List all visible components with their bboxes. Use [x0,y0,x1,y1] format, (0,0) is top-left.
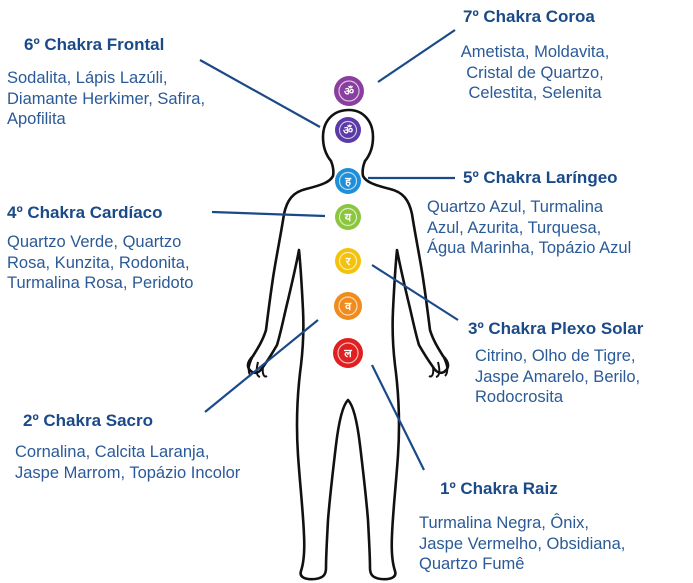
chakra-laringeo-title: 5º Chakra Laríngeo [463,168,618,188]
chakra-frontal-title: 6º Chakra Frontal [24,35,164,55]
chakra-frontal-icon: ॐ [335,117,361,143]
chakra-coroa-icon: ॐ [334,76,364,106]
chakra-cardiaco-stones: Quartzo Verde, Quartzo Rosa, Kunzita, Ro… [7,232,193,294]
stones-line: Sodalita, Lápis Lazúli, [7,68,205,89]
chakra-plexo-title: 3º Chakra Plexo Solar [468,319,643,339]
svg-text:ह: ह [344,175,352,188]
chakra-sacro-icon: व [334,292,362,320]
stones-line: Rosa, Kunzita, Rodonita, [7,253,193,274]
chakra-raiz-stones: Turmalina Negra, Ônix, Jaspe Vermelho, O… [419,513,625,575]
svg-text:ल: ल [343,347,352,360]
stones-line: Quartzo Fumê [419,554,625,575]
chakra-sacro-label: 2º Chakra Sacro [23,411,153,431]
stones-line: Turmalina Rosa, Peridoto [7,273,193,294]
stones-line: Quartzo Verde, Quartzo [7,232,193,253]
chakra-raiz-label: 1º Chakra Raiz [440,479,558,499]
line-cardiaco [212,212,325,216]
chakra-coroa-title: 7º Chakra Coroa [463,7,595,27]
chakra-laringeo-label: 5º Chakra Laríngeo [463,168,618,188]
stones-line: Rodocrosita [475,387,640,408]
stones-line: Turmalina Negra, Ônix, [419,513,625,534]
chakra-cardiaco-label: 4º Chakra Cardíaco [7,203,163,223]
chakra-coroa-label: 7º Chakra Coroa [463,7,595,27]
stones-line: Jaspe Marrom, Topázio Incolor [15,463,240,484]
chakra-coroa-stones: Ametista, Moldavita, Cristal de Quartzo,… [420,42,650,104]
svg-text:र: र [345,255,351,268]
svg-text:ॐ: ॐ [344,85,354,98]
svg-text:ॐ: ॐ [343,124,353,137]
chakra-sacro-title: 2º Chakra Sacro [23,411,153,431]
line-plexo [372,265,458,320]
chakra-sacro-stones: Cornalina, Calcita Laranja, Jaspe Marrom… [15,442,240,483]
chakra-frontal-label: 6º Chakra Frontal [24,35,164,55]
svg-text:व: व [344,300,352,313]
chakra-frontal-stones: Sodalita, Lápis Lazúli, Diamante Herkime… [7,68,205,130]
chakra-cardiaco-title: 4º Chakra Cardíaco [7,203,163,223]
chakra-laringeo-stones: Quartzo Azul, Turmalina Azul, Azurita, T… [427,197,631,259]
chakra-cardiaco-icon: य [335,204,361,230]
stones-line: Apofilita [7,109,205,130]
chakra-plexo-label: 3º Chakra Plexo Solar [468,319,643,339]
stones-line: Água Marinha, Topázio Azul [427,238,631,259]
stones-line: Citrino, Olho de Tigre, [475,346,640,367]
chakra-raiz-icon: ल [333,338,363,368]
stones-line: Diamante Herkimer, Safira, [7,89,205,110]
chakra-laringeo-icon: ह [335,168,361,194]
chakra-raiz-title: 1º Chakra Raiz [440,479,558,499]
stones-line: Ametista, Moldavita, [420,42,650,63]
stones-line: Quartzo Azul, Turmalina [427,197,631,218]
stones-line: Jaspe Vermelho, Obsidiana, [419,534,625,555]
stones-line: Cristal de Quartzo, [420,63,650,84]
stones-line: Azul, Azurita, Turquesa, [427,218,631,239]
stones-line: Jaspe Amarelo, Berilo, [475,367,640,388]
svg-text:य: य [344,211,352,224]
chakra-plexo-stones: Citrino, Olho de Tigre, Jaspe Amarelo, B… [475,346,640,408]
stones-line: Celestita, Selenita [420,83,650,104]
stones-line: Cornalina, Calcita Laranja, [15,442,240,463]
chakra-plexo-icon: र [335,248,361,274]
line-frontal [200,60,320,127]
